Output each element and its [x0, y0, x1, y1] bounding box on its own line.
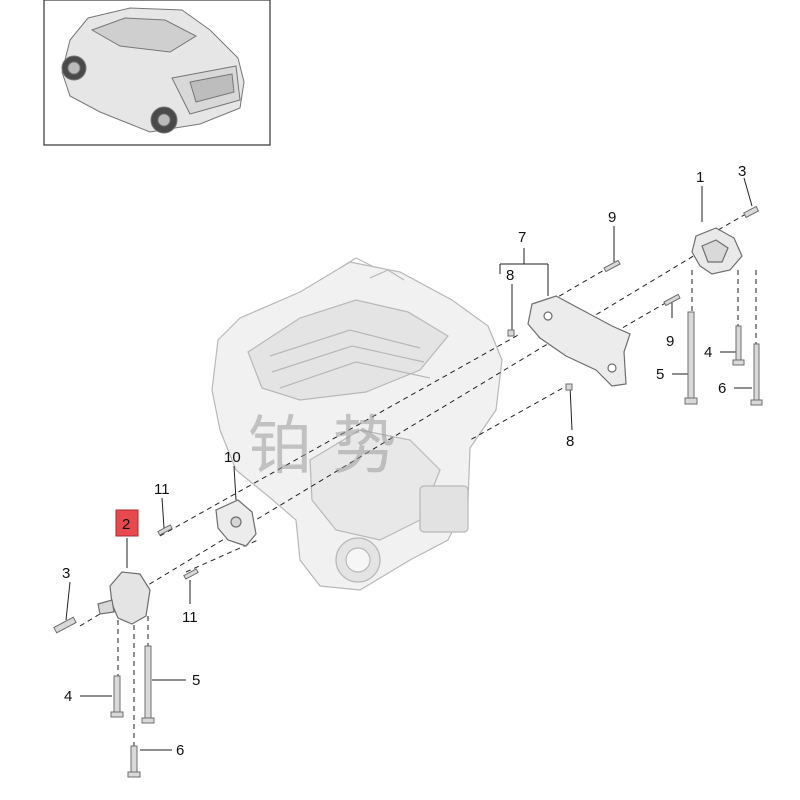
- callout-10[interactable]: 10: [224, 449, 241, 466]
- mount-bracket-center: [215, 499, 257, 547]
- callout-2[interactable]: 2: [122, 516, 130, 533]
- callout-9-upper[interactable]: 9: [608, 209, 616, 226]
- watermark: 铂 势: [248, 410, 396, 484]
- engine-bracket: [527, 295, 631, 387]
- callout-8-upper[interactable]: 8: [506, 267, 514, 284]
- callout-3-lower[interactable]: 3: [62, 565, 70, 582]
- callout-5-lower[interactable]: 5: [192, 672, 200, 689]
- car-illustration: [61, 7, 245, 134]
- callout-8-lower[interactable]: 8: [566, 433, 574, 450]
- callout-6-upper[interactable]: 6: [718, 380, 726, 397]
- highlight-box: [115, 509, 139, 537]
- leader-lines: [65, 177, 753, 751]
- engine-mount-left: [97, 571, 151, 625]
- callout-9-lower[interactable]: 9: [666, 333, 674, 350]
- callout-5-upper[interactable]: 5: [656, 366, 664, 383]
- callout-1[interactable]: 1: [696, 169, 704, 186]
- engine-mount-right: [691, 227, 743, 275]
- callout-4-upper[interactable]: 4: [704, 344, 712, 361]
- callout-6-lower[interactable]: 6: [176, 742, 184, 759]
- callout-11-lower[interactable]: 11: [182, 609, 198, 626]
- callout-4-lower[interactable]: 4: [64, 688, 72, 705]
- callout-11-upper[interactable]: 11: [154, 481, 170, 498]
- callout-7[interactable]: 7: [518, 229, 526, 246]
- callout-3-upper[interactable]: 3: [738, 163, 746, 180]
- callouts: 1 2 3 3 4 4 5 5 6 6 7 8 8 9 9 10 11 11: [62, 163, 746, 759]
- vehicle-thumbnail: [43, 0, 271, 146]
- bolts: [53, 205, 763, 778]
